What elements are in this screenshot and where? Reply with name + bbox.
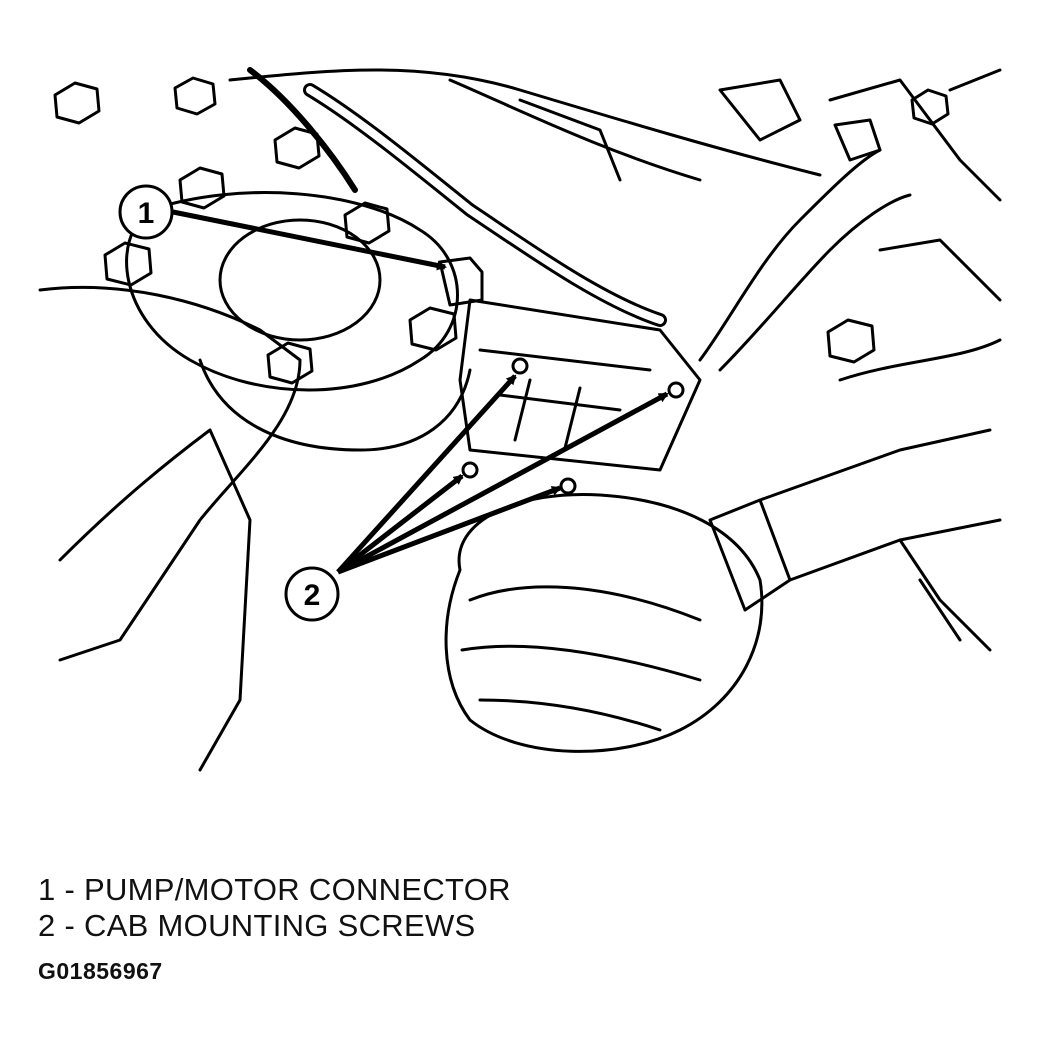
boot-clamp <box>708 498 792 612</box>
flange-bolts <box>53 76 950 385</box>
legend-item-2: 2 - CAB MOUNTING SCREWS <box>38 908 476 943</box>
axle-shaft <box>758 428 1002 582</box>
callout-2: 2 <box>284 374 669 622</box>
pump-dome <box>218 218 382 342</box>
legend-item-1: 1 - PUMP/MOTOR CONNECTOR <box>38 872 511 907</box>
cab-mounting-screws <box>461 357 685 495</box>
pump-flange <box>125 191 459 392</box>
body-panel-lower-left <box>58 428 252 772</box>
callout-1-number: 1 <box>138 197 155 230</box>
cv-boot <box>444 492 764 753</box>
pump-motor-connector <box>438 256 484 307</box>
cab-module <box>458 298 702 472</box>
engine-bay-illustration: 1 2 <box>38 67 1002 772</box>
callout-1: 1 <box>118 184 447 271</box>
brake-lines <box>698 148 882 362</box>
figure-id: G01856967 <box>38 958 163 984</box>
body-panel-left <box>38 285 302 662</box>
callout-2-number: 2 <box>304 579 321 612</box>
legend: 1 - PUMP/MOTOR CONNECTOR 2 - CAB MOUNTIN… <box>38 872 511 944</box>
